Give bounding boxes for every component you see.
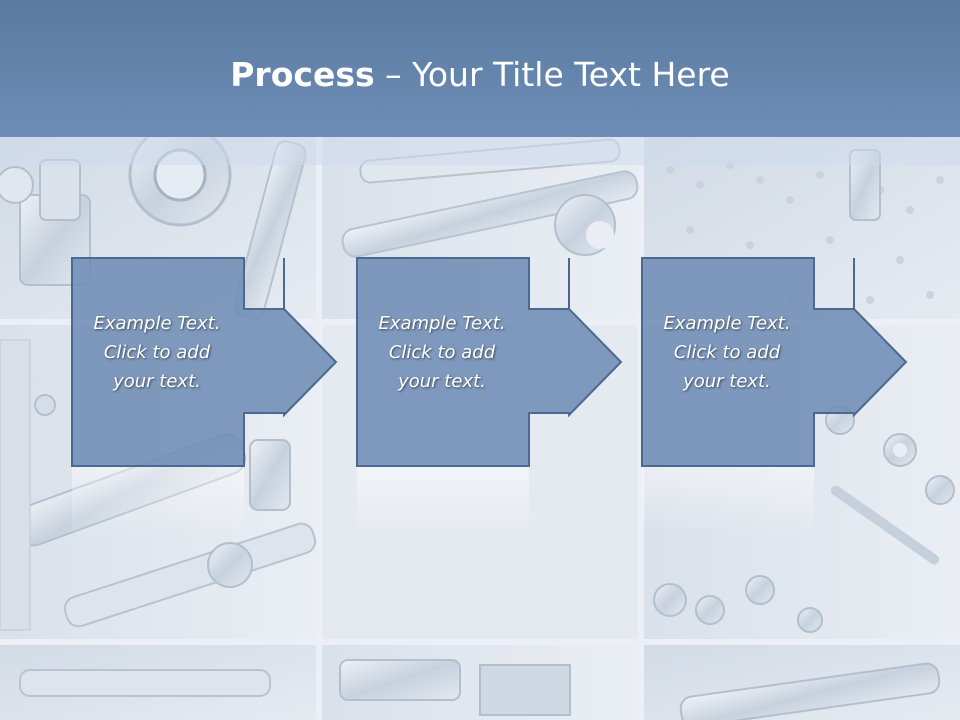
slide-title[interactable]: Process – Your Title Text Here [0,52,960,98]
slide-title-bold: Process [230,55,375,94]
process-step-text[interactable]: Example Text. Click to add your text. [93,313,221,392]
process-step-1-reflection [72,467,244,537]
title-bar [0,0,960,137]
process-step-text[interactable]: Example Text. Click to add your text. [378,313,506,392]
arrow-box-shape [356,257,623,467]
process-step-text[interactable]: Example Text. Click to add your text. [663,313,791,392]
process-step-2-reflection [357,467,529,537]
process-step-1[interactable]: Example Text. Click to add your text. [71,257,343,467]
slide-title-rest: – Your Title Text Here [374,55,730,94]
process-step-2[interactable]: Example Text. Click to add your text. [356,257,628,467]
process-step-3-reflection [642,467,814,537]
arrow-box-shape [641,257,908,467]
process-step-3[interactable]: Example Text. Click to add your text. [641,257,913,467]
title-band [0,137,960,165]
arrow-box-shape [71,257,338,467]
